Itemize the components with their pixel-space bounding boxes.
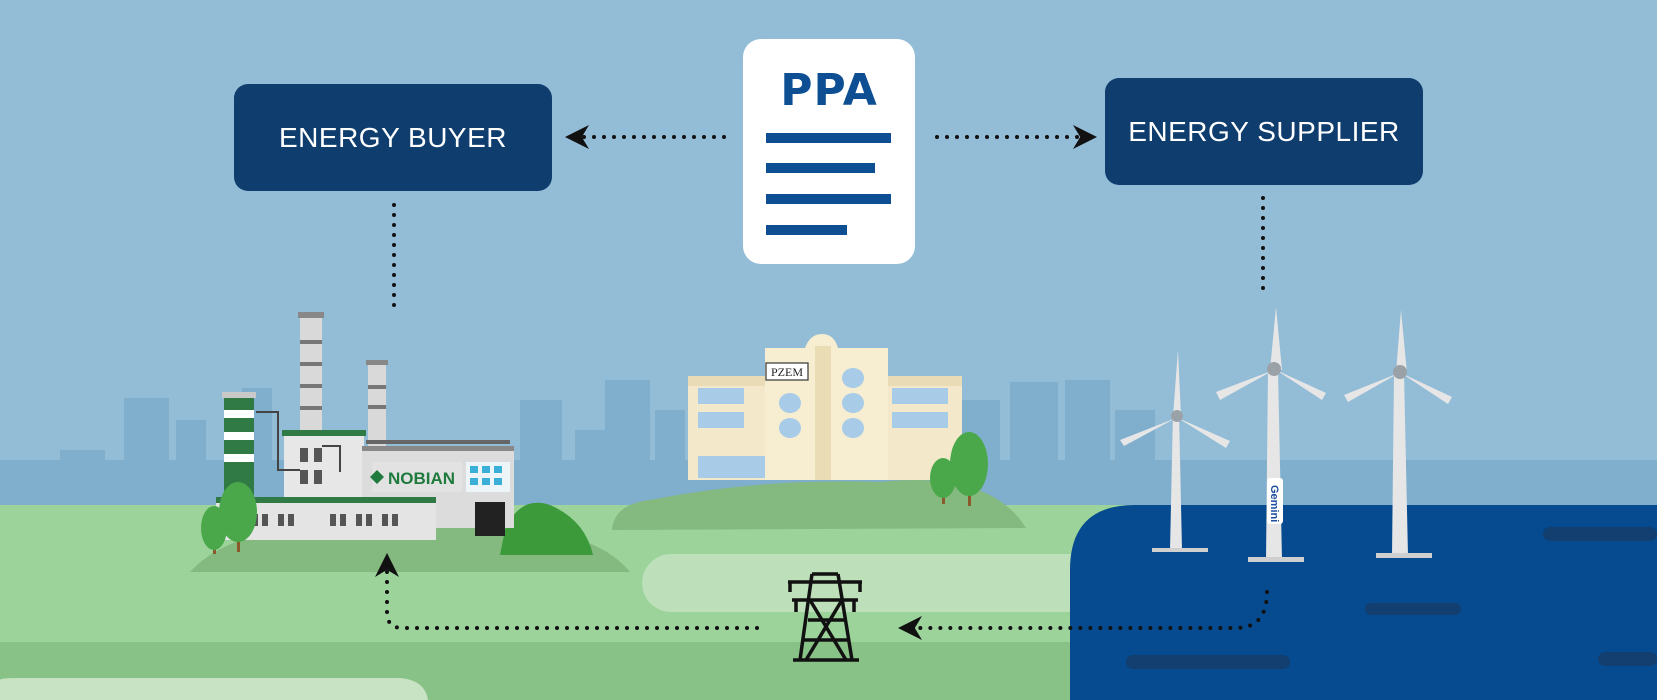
document-line (766, 194, 891, 204)
trees-left (201, 482, 257, 554)
trees-office (930, 432, 988, 506)
wind-turbine-3 (1344, 310, 1452, 558)
sea (1070, 505, 1657, 700)
ppa-document-icon: PPA (743, 39, 915, 264)
wind-turbines: Gemini (1120, 307, 1452, 562)
turbine-sign: Gemini (1268, 485, 1280, 522)
ppa-title: PPA (780, 65, 878, 116)
document-line (766, 133, 891, 143)
office-building: PZEM (688, 334, 962, 480)
energy-buyer-label: ENERGY BUYER (279, 121, 507, 153)
power-pylon-icon (788, 572, 862, 662)
arrow-turbines-to-pylon (898, 590, 1269, 640)
wind-turbine-2: Gemini (1216, 307, 1326, 562)
arrow-pylon-to-factory (375, 553, 759, 630)
energy-supplier-box: ENERGY SUPPLIER (1105, 78, 1423, 185)
document-line (766, 225, 847, 235)
energy-supplier-label: ENERGY SUPPLIER (1128, 115, 1400, 147)
office-hill (612, 479, 1026, 530)
energy-buyer-box: ENERGY BUYER (234, 84, 552, 191)
office-sign: PZEM (771, 365, 803, 379)
connectors (375, 125, 1269, 640)
document-line (766, 163, 875, 173)
factory-sign: NOBIAN (388, 469, 455, 488)
wind-turbine-1 (1120, 350, 1230, 552)
